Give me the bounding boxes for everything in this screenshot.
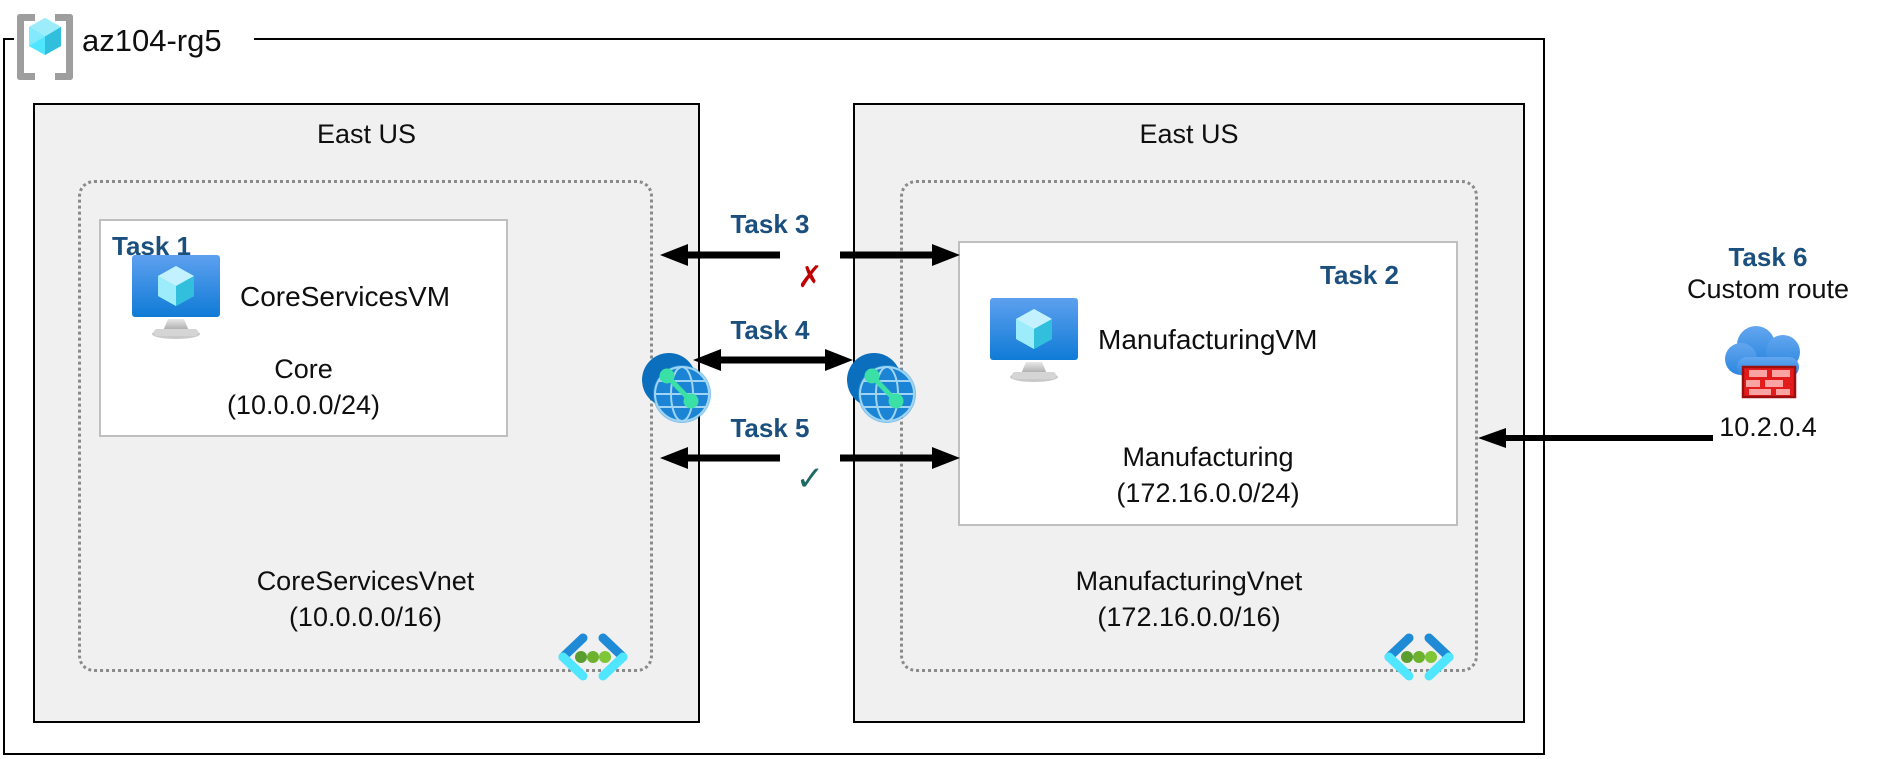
task6-ip-address: 10.2.0.4 — [1719, 411, 1817, 442]
task6-description: Custom route — [1686, 274, 1850, 305]
virtual-machine-icon — [132, 255, 220, 339]
resource-group-boundary — [3, 38, 1545, 755]
subnet-core-cidr: (10.0.0.0/24) — [226, 389, 381, 420]
subnet-manufacturing — [958, 241, 1458, 526]
subnet-code-brackets-icon-right — [1382, 630, 1456, 689]
subnet-core-label: Core (10.0.0.0/24) — [99, 352, 508, 423]
resource-group-cube-icon — [16, 12, 74, 80]
task6-group: Task 6 Custom route — [1603, 242, 1902, 443]
vm-coreservices-name: CoreServicesVM — [240, 281, 451, 312]
connector-task6 — [1478, 424, 1713, 457]
subnet-core-name: Core — [274, 354, 333, 384]
connection-label-task5: Task 5 — [730, 413, 810, 443]
subnet-manufacturing-cidr: (172.16.0.0/24) — [1116, 477, 1300, 508]
connection-label-task3: Task 3 — [730, 209, 810, 239]
connection-marker-task5: ✓ — [795, 460, 825, 498]
task-label-6: Task 6 — [1728, 242, 1808, 272]
vnet-manufacturing-name: ManufacturingVnet — [1075, 566, 1303, 596]
connector-task4 — [693, 345, 853, 380]
firewall-cloud-icon — [1603, 319, 1902, 405]
resource-group-name: az104-rg5 — [82, 22, 222, 58]
vnet-peering-icon-left — [636, 348, 716, 433]
region-label-right: East US — [1139, 119, 1239, 149]
vnet-manufacturing-cidr: (172.16.0.0/16) — [1097, 601, 1281, 632]
vnet-coreservices-cidr: (10.0.0.0/16) — [288, 601, 443, 632]
vm-coreservices: CoreServicesVM — [130, 255, 450, 339]
connector-task3 — [660, 240, 960, 275]
connection-label-task4: Task 4 — [730, 315, 810, 345]
vm-manufacturing: ManufacturingVM — [988, 298, 1317, 382]
vm-manufacturing-name: ManufacturingVM — [1098, 324, 1318, 355]
vnet-manufacturing-label: ManufacturingVnet (172.16.0.0/16) — [900, 564, 1478, 635]
task-label-1: Task 1 — [112, 231, 192, 261]
resource-group-header: az104-rg5 — [16, 12, 222, 80]
connector-task5 — [660, 443, 960, 478]
vnet-manufacturing — [900, 180, 1478, 672]
connection-marker-task3: ✗ — [797, 261, 823, 294]
vnet-coreservices-label: CoreServicesVnet (10.0.0.0/16) — [78, 564, 653, 635]
vnet-coreservices — [78, 180, 653, 672]
virtual-machine-icon — [990, 298, 1078, 382]
vnet-coreservices-name: CoreServicesVnet — [256, 566, 475, 596]
vnet-peering-icon-right — [841, 348, 921, 433]
task-label-2: Task 2 — [1320, 260, 1400, 290]
subnet-manufacturing-label: Manufacturing (172.16.0.0/24) — [958, 440, 1458, 511]
region-label-left: East US — [316, 119, 417, 149]
subnet-code-brackets-icon-left — [556, 630, 630, 689]
subnet-manufacturing-name: Manufacturing — [1122, 442, 1294, 472]
